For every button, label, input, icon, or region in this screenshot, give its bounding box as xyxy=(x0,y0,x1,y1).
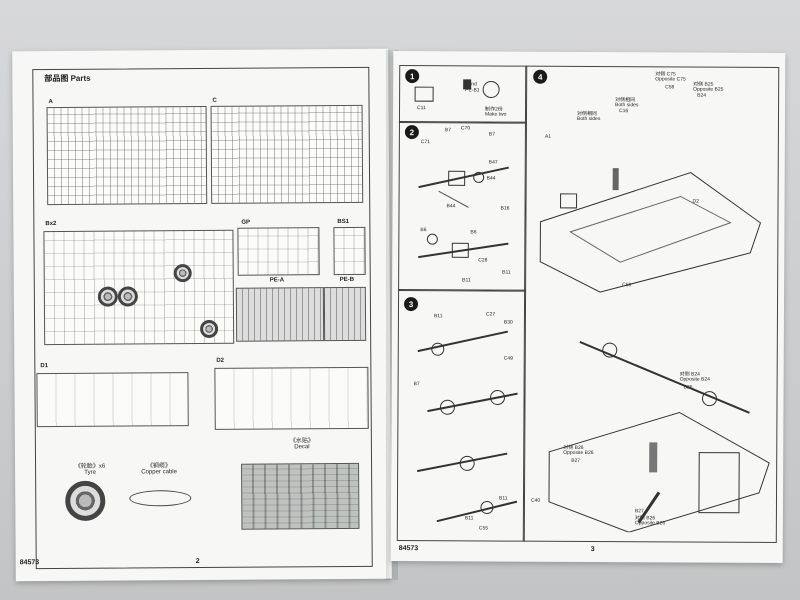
part-label: Make two xyxy=(484,111,507,118)
part-label: C27 xyxy=(485,311,496,318)
sprue-b-wheel xyxy=(117,286,138,307)
hull-d2 xyxy=(214,366,369,430)
part-label: B7 xyxy=(488,131,496,138)
sprue-b-wheel xyxy=(173,264,192,283)
page-number: 2 xyxy=(195,558,200,566)
sprue-bs1 xyxy=(333,226,366,276)
tyre-en: Tyre xyxy=(84,469,96,476)
part-label: B11 xyxy=(433,313,443,320)
pe-b-fret xyxy=(323,286,367,342)
sprue-b-label: Bx2 xyxy=(45,221,57,228)
d2-label: D2 xyxy=(216,357,225,364)
decal-caption: 《水贴》 Decal xyxy=(267,435,337,450)
d1-label: D1 xyxy=(40,363,49,370)
step-1-drawing xyxy=(414,79,500,102)
pe-b-label: PE-B xyxy=(339,276,355,284)
part-label: C70 xyxy=(460,125,471,132)
step-2-drawing xyxy=(418,166,509,259)
tyre-caption: 《轮胎》x6 Tyre xyxy=(55,461,125,476)
instructions-page: 1 C11 Bend PE-B1 制作2份 Make two 2 C71 B7 … xyxy=(390,50,786,564)
sprue-c-label: C xyxy=(212,97,217,104)
sprue-a-label: A xyxy=(48,99,53,106)
footer-code: 84573 xyxy=(19,559,40,567)
hull-d1 xyxy=(36,372,189,428)
parts-page: 部品图 Parts A C Bx2 GP BS1 PE-A PE-B D1 D2… xyxy=(12,48,392,582)
step-4-drawing xyxy=(539,168,770,533)
part-label: C58 xyxy=(665,84,675,91)
footer-code: 84573 xyxy=(398,545,419,553)
part-label: B24 xyxy=(697,92,707,99)
step-3-badge: 3 xyxy=(403,297,419,312)
page-title: 部品图 Parts xyxy=(44,73,91,84)
step-2-badge: 2 xyxy=(404,125,419,140)
part-label: C71 xyxy=(420,139,431,146)
sprue-a xyxy=(46,105,208,206)
step-4-badge: 4 xyxy=(533,69,548,84)
part-label: B7 xyxy=(444,127,452,134)
step-3-drawing xyxy=(416,330,518,523)
sprue-c xyxy=(210,104,364,204)
sprue-gp-label: GP xyxy=(241,219,251,226)
page-number: 3 xyxy=(590,546,595,554)
sprue-b-wheel xyxy=(97,286,118,307)
sprue-bs1-label: BS1 xyxy=(337,218,350,226)
pe-a-label: PE-A xyxy=(269,277,285,284)
cable-caption: 《铜缆》 Copper cable xyxy=(119,460,199,476)
sprue-gp xyxy=(237,227,320,276)
decal-sheet xyxy=(241,462,360,530)
decal-en: Decal xyxy=(294,444,310,451)
cable-en: Copper cable xyxy=(141,469,177,476)
part-label: Opposite C75 xyxy=(655,76,686,83)
tyre-icon xyxy=(65,480,106,521)
pe-a-fret xyxy=(235,287,325,342)
sprue-b-wheel xyxy=(200,319,219,339)
